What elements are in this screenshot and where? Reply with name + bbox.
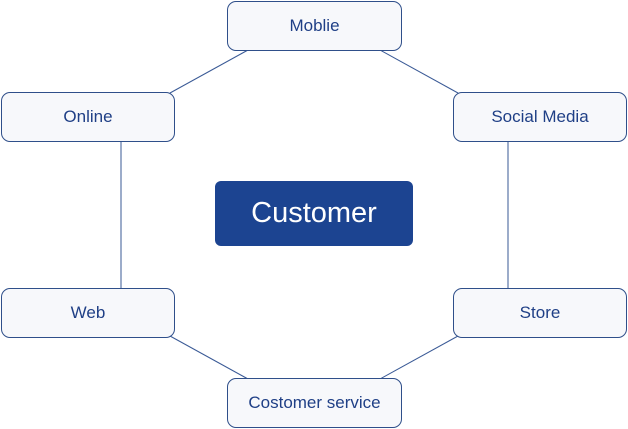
center-node-customer[interactable]: Customer — [215, 181, 413, 246]
node-customer-service[interactable]: Costomer service — [227, 378, 402, 428]
node-store[interactable]: Store — [453, 288, 627, 338]
edge-mobile-social — [379, 49, 459, 94]
node-label: Moblie — [289, 16, 340, 35]
node-social-media[interactable]: Social Media — [453, 92, 627, 142]
center-label: Customer — [251, 197, 377, 229]
node-label: Costomer service — [248, 393, 381, 412]
node-label: Web — [70, 303, 106, 322]
node-mobile[interactable]: Moblie — [227, 1, 402, 51]
node-label: Store — [519, 303, 561, 322]
node-label: Online — [63, 107, 113, 126]
edge-store-service — [379, 335, 459, 380]
node-online[interactable]: Online — [1, 92, 175, 142]
node-label: Social Media — [491, 107, 589, 126]
edge-online-mobile — [169, 49, 249, 94]
node-web[interactable]: Web — [1, 288, 175, 338]
edge-service-web — [169, 335, 249, 380]
